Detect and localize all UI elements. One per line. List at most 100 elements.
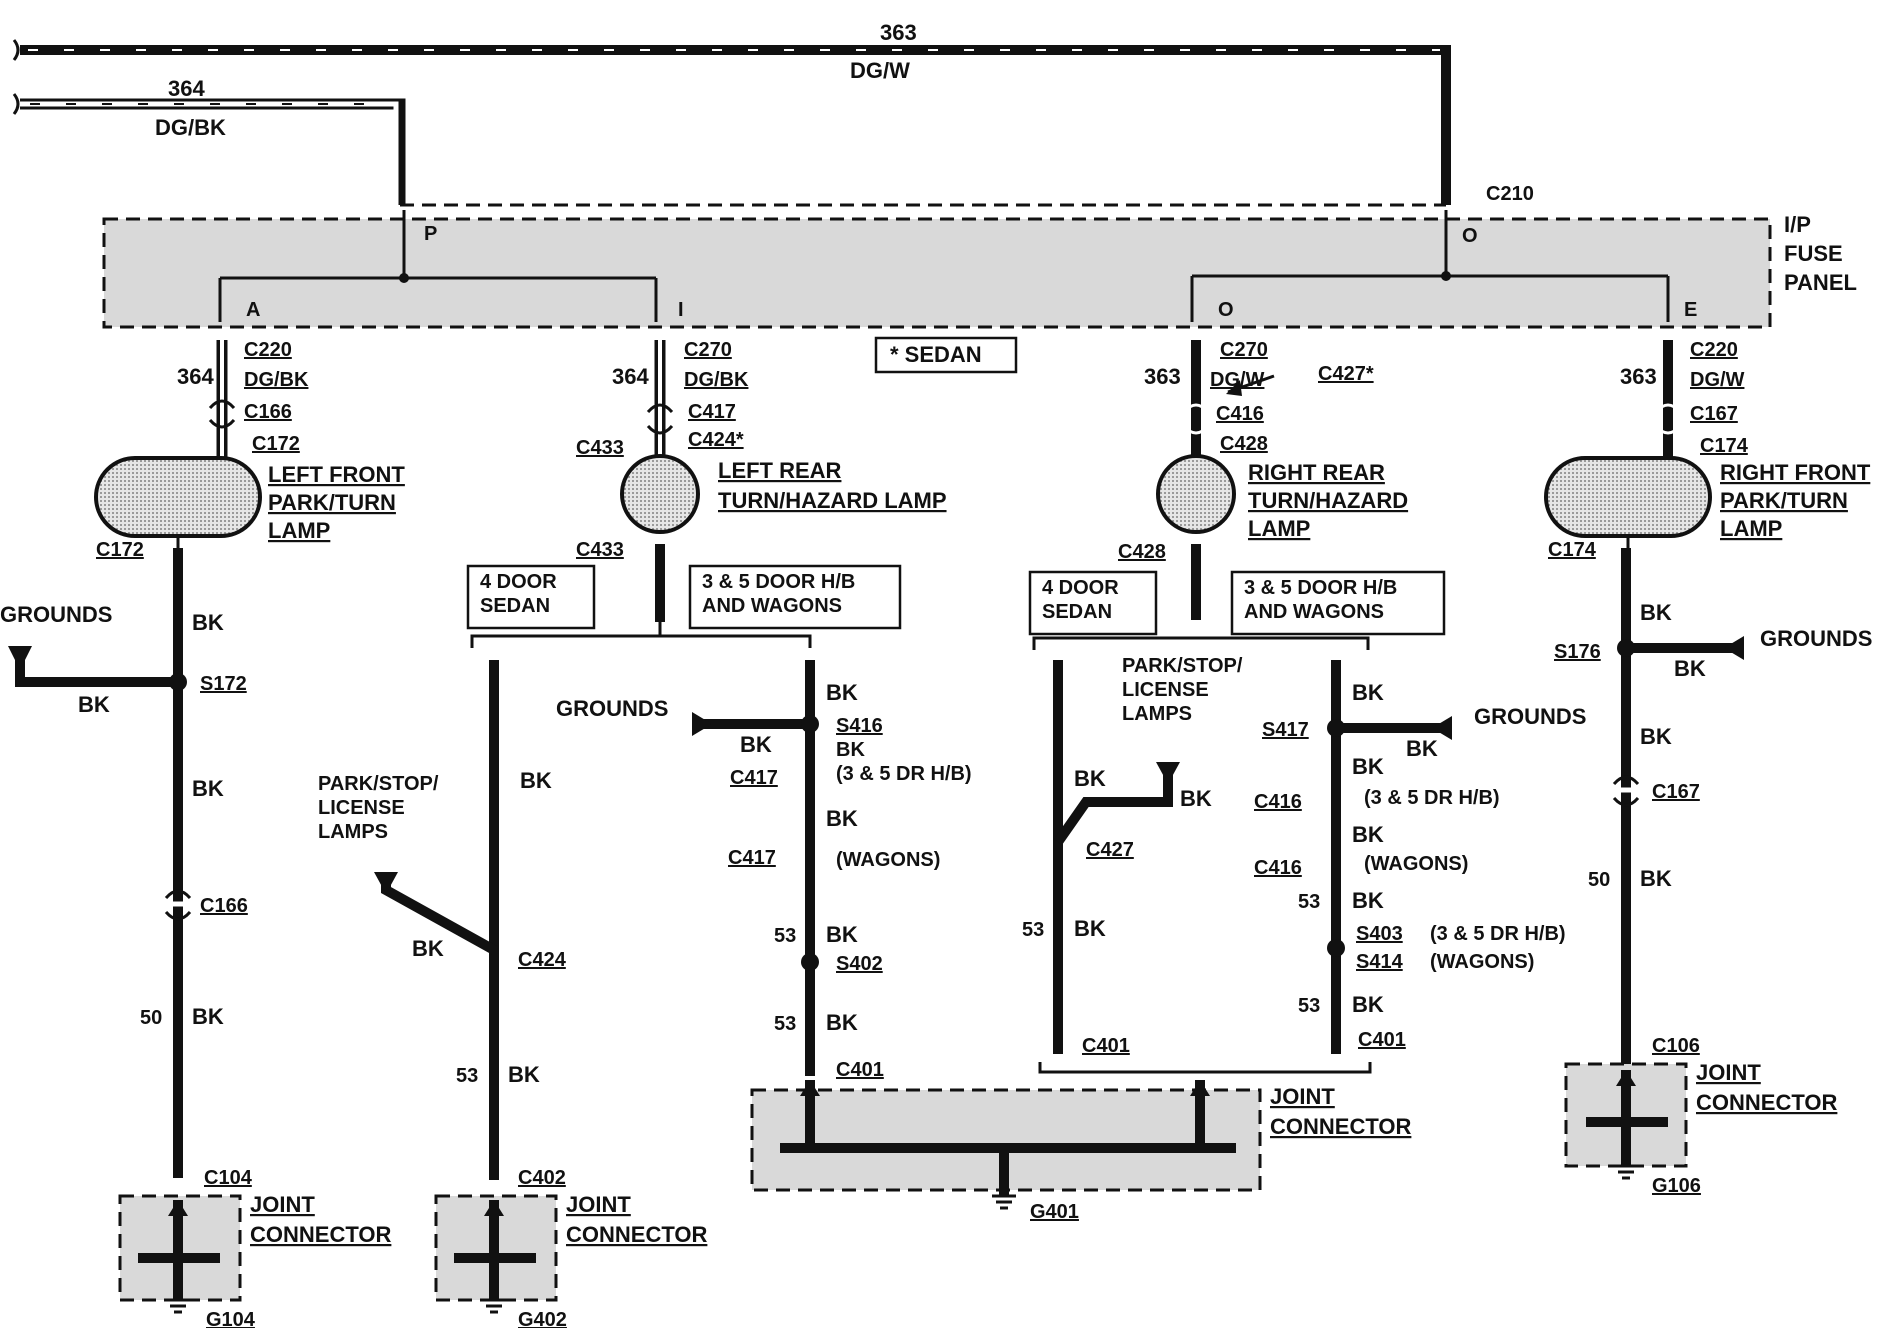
rf-jc-1: JOINT <box>1696 1060 1761 1085</box>
lr-jc-1: JOINT <box>566 1192 631 1217</box>
lr-bk-i: BK <box>826 1010 858 1035</box>
lr-c433: C433 <box>576 437 624 459</box>
rf-c167b: C167 <box>1652 781 1700 803</box>
lf-c220: C220 <box>244 339 292 361</box>
lr-bk-d: BK <box>826 680 858 705</box>
rr-name-1: RIGHT REAR <box>1248 460 1385 485</box>
rr-name-3: LAMP <box>1248 516 1310 541</box>
sedan-note-box <box>874 336 1018 374</box>
fuse-panel-right-bus <box>1190 210 1670 322</box>
rf-c220: C220 <box>1690 339 1738 361</box>
rr-c427: C427* <box>1318 363 1374 385</box>
lr-color: DG/BK <box>684 369 749 391</box>
rr-num53: 53 <box>1022 919 1044 941</box>
lf-c104: C104 <box>204 1167 253 1189</box>
lf-name-1: LEFT FRONT <box>268 462 405 487</box>
rf-c106: C106 <box>1652 1035 1700 1057</box>
pin-i: I <box>678 299 684 321</box>
rf-num50: 50 <box>1588 869 1610 891</box>
lf-wire-num: 364 <box>177 364 214 389</box>
rf-c174b: C174 <box>1548 539 1597 561</box>
pin-o-top: O <box>1462 225 1478 247</box>
lr-name-1: LEFT REAR <box>718 458 842 483</box>
lf-c172: C172 <box>252 433 300 455</box>
right-front-circuit <box>1544 340 1744 1074</box>
rf-bk2: BK <box>1640 724 1672 749</box>
lr-joint-connector <box>434 1194 558 1314</box>
wire-363-top <box>12 39 1451 205</box>
lr-name-2: TURN/HAZARD LAMP <box>718 488 947 513</box>
lf-bk2: BK <box>192 776 224 801</box>
rr-c416b: C416 <box>1254 791 1302 813</box>
lr-sedan-box <box>466 564 596 630</box>
lf-g104: G104 <box>206 1309 256 1328</box>
left-front-lamp-icon <box>94 456 262 538</box>
rf-name-1: RIGHT FRONT <box>1720 460 1871 485</box>
lr-c417c: C417 <box>728 847 776 869</box>
lr-c424: C424* <box>688 429 744 451</box>
fuse-panel-label-1: I/P <box>1784 212 1811 237</box>
rf-s176: S176 <box>1554 641 1601 663</box>
rr-note3: (3 & 5 DR H/B) <box>1430 923 1566 945</box>
rr-bk-e: BK <box>1406 736 1438 761</box>
rr-s403: S403 <box>1356 923 1403 945</box>
fuse-panel <box>102 217 1772 329</box>
fuse-panel-label-3: PANEL <box>1784 270 1857 295</box>
lr-bk-f: BK <box>836 739 865 761</box>
rr-note2: (WAGONS) <box>1364 853 1468 875</box>
fuse-panel-label-2: FUSE <box>1784 241 1843 266</box>
lf-s172: S172 <box>200 673 247 695</box>
lr-ps-2: LICENSE <box>318 797 405 819</box>
pin-a: A <box>246 299 260 321</box>
rf-jc-2: CONNECTOR <box>1696 1090 1837 1115</box>
lr-c433b: C433 <box>576 539 624 561</box>
lr-ps-1: PARK/STOP/ <box>318 773 439 795</box>
rr-bk-b: BK <box>1180 786 1212 811</box>
rr-wire-num: 363 <box>1144 364 1181 389</box>
pin-o: O <box>1218 299 1234 321</box>
lf-bk3: BK <box>192 1004 224 1029</box>
lr-wire-num: 364 <box>612 364 649 389</box>
lf-color: DG/BK <box>244 369 309 391</box>
rr-ps-2: LICENSE <box>1122 679 1209 701</box>
lf-joint-connector <box>118 1194 242 1314</box>
rr-hb-1: 3 & 5 DOOR H/B <box>1244 577 1397 599</box>
rf-bk-ground: BK <box>1674 656 1706 681</box>
wire-364-color: DG/BK <box>155 115 226 140</box>
rr-bk-c: BK <box>1074 916 1106 941</box>
rr-sedan-1: 4 DOOR <box>1042 577 1119 599</box>
rr-bk-h: BK <box>1352 888 1384 913</box>
pin-p: P <box>424 223 437 245</box>
rr-c427b: C427 <box>1086 839 1134 861</box>
lr-bk-c: BK <box>508 1062 540 1087</box>
rr-c401b: C401 <box>1358 1029 1406 1051</box>
lf-name-2: PARK/TURN <box>268 490 396 515</box>
lr-bk-b: BK <box>412 936 444 961</box>
lr-note1: (3 & 5 DR H/B) <box>836 763 972 785</box>
lf-c166b: C166 <box>200 895 248 917</box>
rr-c428b: C428 <box>1118 541 1166 563</box>
lr-note2: (WAGONS) <box>836 849 940 871</box>
lf-bk-ground: BK <box>78 692 110 717</box>
rr-num53a: 53 <box>1298 891 1320 913</box>
rf-grounds: GROUNDS <box>1760 626 1872 651</box>
left-front-circuit <box>8 340 262 1178</box>
rr-sedan-box <box>1028 570 1158 636</box>
lf-jc-2: CONNECTOR <box>250 1222 391 1247</box>
lf-name-3: LAMP <box>268 518 330 543</box>
lr-hb-2: AND WAGONS <box>702 595 842 617</box>
lr-c401: C401 <box>836 1059 884 1081</box>
lr-c270: C270 <box>684 339 732 361</box>
lf-c166: C166 <box>244 401 292 423</box>
rr-c401a: C401 <box>1082 1035 1130 1057</box>
rr-g401: G401 <box>1030 1201 1079 1223</box>
left-rear-lamp-icon <box>620 454 700 534</box>
lf-grounds: GROUNDS <box>0 602 112 627</box>
rr-hb-box <box>1230 570 1446 636</box>
lr-bk-e: BK <box>740 732 772 757</box>
rr-jc-1: JOINT <box>1270 1084 1335 1109</box>
lr-num53a: 53 <box>774 925 796 947</box>
rr-c428: C428 <box>1220 433 1268 455</box>
lr-c424b: C424 <box>518 949 567 971</box>
